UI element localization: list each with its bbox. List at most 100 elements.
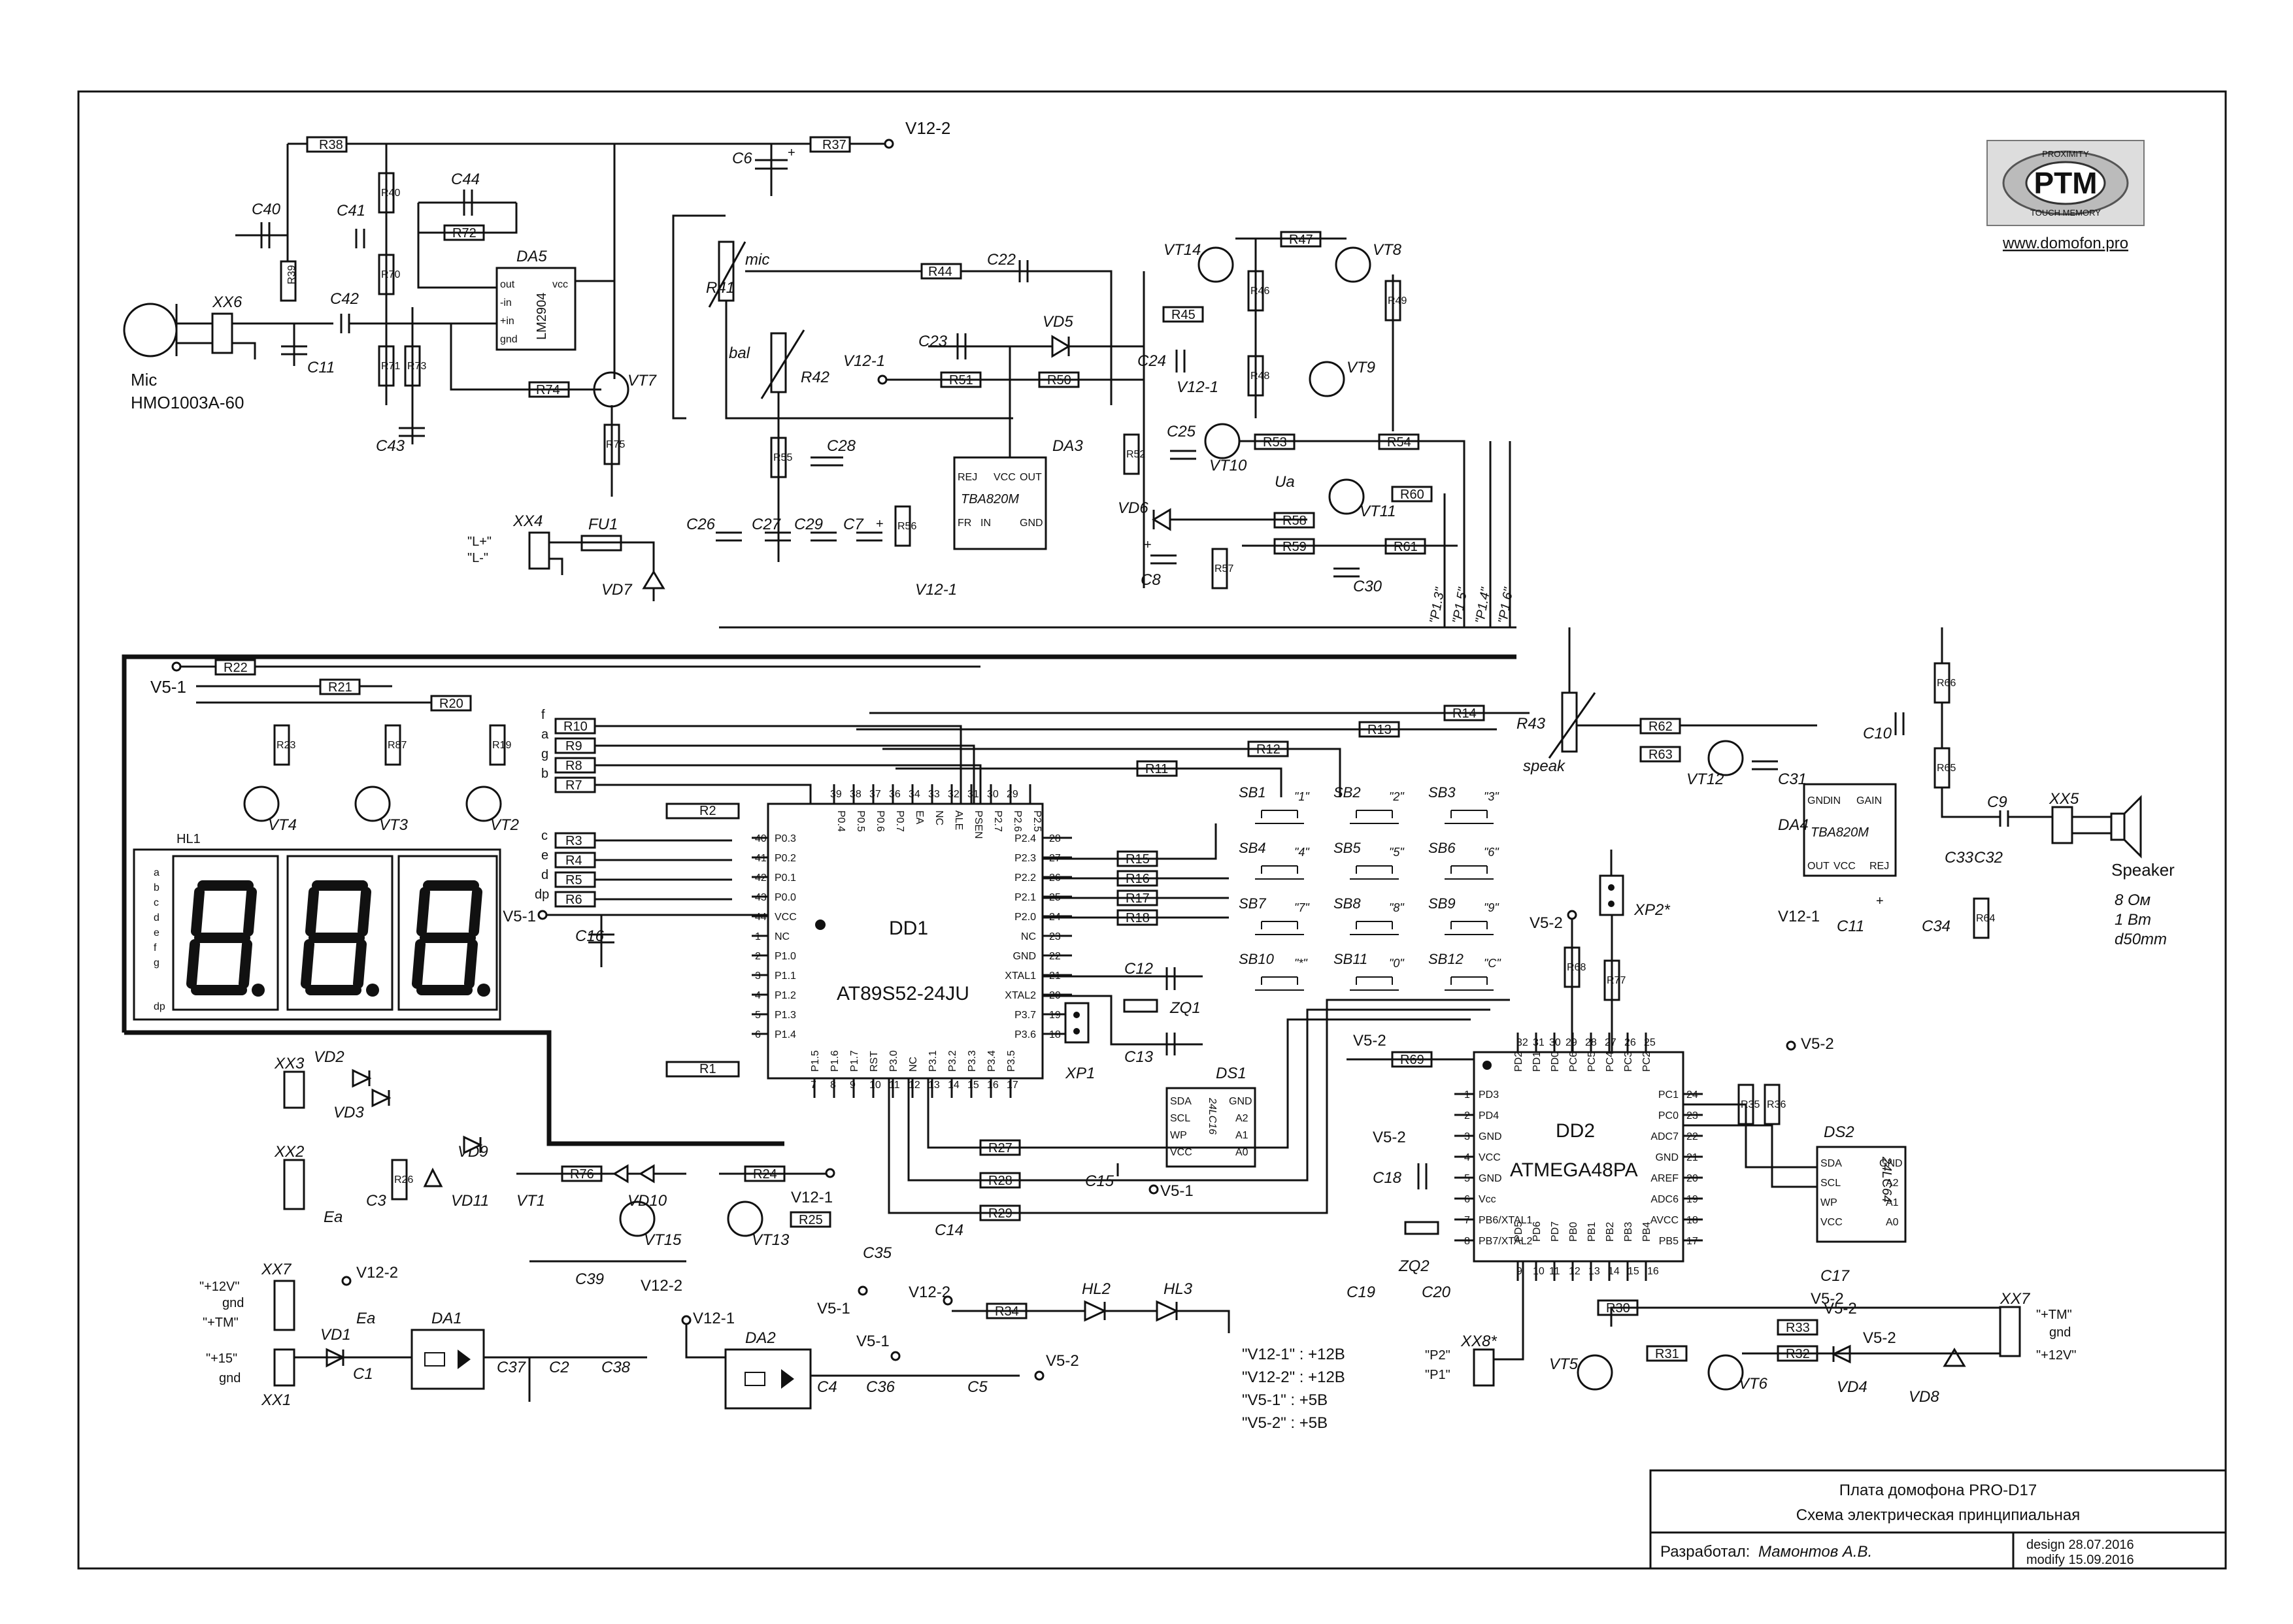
svg-text:C17: C17	[1820, 1267, 1850, 1285]
svg-text:26: 26	[1624, 1037, 1636, 1048]
dd1-pin-top-0: P0.4	[835, 810, 846, 832]
design-date: design 28.07.2016	[2026, 1538, 2134, 1552]
svg-text:C18: C18	[1373, 1169, 1402, 1187]
svg-text:VD5: VD5	[1043, 313, 1073, 331]
svg-text:C24: C24	[1137, 352, 1166, 370]
svg-text:VCC: VCC	[994, 472, 1016, 483]
svg-text:C31: C31	[1778, 771, 1807, 788]
svg-text:43: 43	[755, 892, 767, 903]
label-plus12v-left: "+12V"	[199, 1280, 239, 1294]
svg-text:C14: C14	[935, 1221, 963, 1239]
dd2-pin-right-5: ADC6	[1650, 1194, 1679, 1205]
svg-text:ZQ1: ZQ1	[1169, 999, 1201, 1017]
dd1-pin-bottom-0: P1.5	[810, 1050, 821, 1072]
svg-text:V12-1: V12-1	[1177, 378, 1218, 396]
speaker-spec2: 1 Вт	[2115, 911, 2151, 929]
label-gnd-left1: gnd	[222, 1296, 244, 1310]
dd1-pin-left-7: P1.1	[775, 970, 796, 982]
key-sb11: SB11"0"	[1333, 951, 1405, 991]
svg-text:R56: R56	[897, 521, 916, 532]
svg-text:8: 8	[1464, 1236, 1470, 1247]
svg-text:R87: R87	[388, 740, 407, 751]
svg-text:gnd: gnd	[500, 334, 518, 345]
key-label-2: "3"	[1484, 790, 1499, 803]
svg-text:VT10: VT10	[1209, 457, 1247, 474]
svg-text:1: 1	[1464, 1089, 1470, 1101]
dd2-pin-top-6: PC3	[1623, 1052, 1634, 1072]
dd1-pin-top-1: P0.5	[855, 810, 866, 832]
key-id-1: SB2	[1333, 784, 1361, 801]
dd1-pin-bottom-6: P3.1	[928, 1050, 939, 1072]
dd2-pin-bottom-1: PD6	[1531, 1221, 1543, 1242]
dd1-pin-bottom-3: RST	[869, 1051, 880, 1072]
dd1-pin-right-6: GND	[1013, 951, 1036, 962]
svg-text:XX7: XX7	[261, 1261, 292, 1278]
svg-text:8: 8	[830, 1080, 836, 1091]
key-label-10: "0"	[1389, 957, 1405, 970]
dd2-pin-right-2: ADC7	[1650, 1131, 1679, 1142]
note-0: "V12-1" : +12В	[1242, 1346, 1345, 1363]
svg-text:R59: R59	[1282, 540, 1307, 554]
label-l-minus: "L-"	[467, 551, 488, 565]
keypad: SB1"1"SB2"2"SB3"3"SB4"4"SB5"5"SB6"6"SB7"…	[1239, 784, 1501, 991]
svg-text:31: 31	[967, 789, 979, 800]
speaker-name: Speaker	[2111, 860, 2175, 880]
svg-text:30: 30	[987, 789, 999, 800]
svg-text:V12-1: V12-1	[1778, 908, 1820, 925]
svg-text:R37: R37	[822, 138, 846, 152]
svg-text:VT11: VT11	[1360, 503, 1396, 520]
key-id-5: SB6	[1428, 840, 1456, 856]
svg-text:R46: R46	[1250, 286, 1269, 297]
svg-text:XX8*: XX8*	[1460, 1333, 1497, 1350]
svg-text:IN: IN	[1830, 795, 1841, 806]
key-id-11: SB12	[1428, 951, 1464, 967]
svg-text:e: e	[154, 927, 159, 938]
svg-text:C35: C35	[863, 1244, 892, 1262]
svg-text:HL3: HL3	[1163, 1280, 1193, 1298]
label-p1: "P1"	[1425, 1368, 1450, 1382]
svg-text:30: 30	[1549, 1037, 1561, 1048]
speaker-amp-section: R43 speak R62 R63 VT12 C31 DA4 TBA820M G…	[1516, 627, 2175, 948]
svg-text:V5-1: V5-1	[817, 1300, 850, 1317]
svg-text:V5-2: V5-2	[1801, 1035, 1834, 1053]
speaker-icon	[2110, 812, 2126, 841]
ptm-logo: PTM PROXIMITY TOUCH MEMORY www.domofon.p…	[1986, 140, 2145, 252]
svg-text:VD2: VD2	[314, 1048, 344, 1066]
dd1-pin-right-0: P2.4	[1014, 833, 1036, 844]
svg-text:R9: R9	[565, 739, 582, 754]
svg-text:40: 40	[755, 833, 767, 844]
svg-text:g: g	[541, 747, 548, 761]
svg-text:d: d	[541, 868, 548, 882]
svg-text:V5-1: V5-1	[856, 1333, 890, 1350]
dd1-pin-left-2: P0.1	[775, 872, 796, 884]
key-label-11: "C"	[1484, 957, 1501, 970]
svg-text:22: 22	[1049, 951, 1061, 962]
svg-text:C27: C27	[752, 516, 782, 533]
svg-text:R26: R26	[394, 1174, 413, 1185]
key-sb8: SB8"8"	[1333, 895, 1405, 935]
svg-text:OUT: OUT	[1020, 472, 1042, 483]
svg-text:V5-2: V5-2	[1353, 1032, 1386, 1050]
svg-text:V12-1: V12-1	[843, 352, 885, 370]
key-id-3: SB4	[1239, 840, 1266, 856]
key-sb6: SB6"6"	[1428, 840, 1499, 880]
svg-text:2: 2	[1464, 1110, 1470, 1121]
dd2-pin-top-4: PC5	[1586, 1052, 1598, 1072]
svg-text:28: 28	[1585, 1037, 1597, 1048]
svg-text:R68: R68	[1567, 962, 1586, 973]
key-id-6: SB7	[1239, 895, 1266, 912]
svg-text:VD1: VD1	[320, 1326, 351, 1344]
dd2-pin-top-0: PD2	[1513, 1052, 1524, 1072]
svg-text:V12-2: V12-2	[909, 1284, 950, 1301]
dd2-pin-right-0: PC1	[1658, 1089, 1679, 1101]
svg-text:VD4: VD4	[1837, 1378, 1867, 1396]
dd1-pin-top-10: P2.5	[1031, 810, 1043, 832]
svg-text:C28: C28	[827, 437, 856, 455]
net-ea-left: Ea	[324, 1208, 343, 1226]
dd1-pin-top-5: NC	[933, 810, 945, 825]
power-notes: "V12-1" : +12В "V12-2" : +12В "V5-1" : +…	[1242, 1346, 1345, 1432]
svg-text:32: 32	[948, 789, 960, 800]
key-sb3: SB3"3"	[1428, 784, 1499, 824]
dd2-pin-left-0: PD3	[1479, 1089, 1499, 1101]
